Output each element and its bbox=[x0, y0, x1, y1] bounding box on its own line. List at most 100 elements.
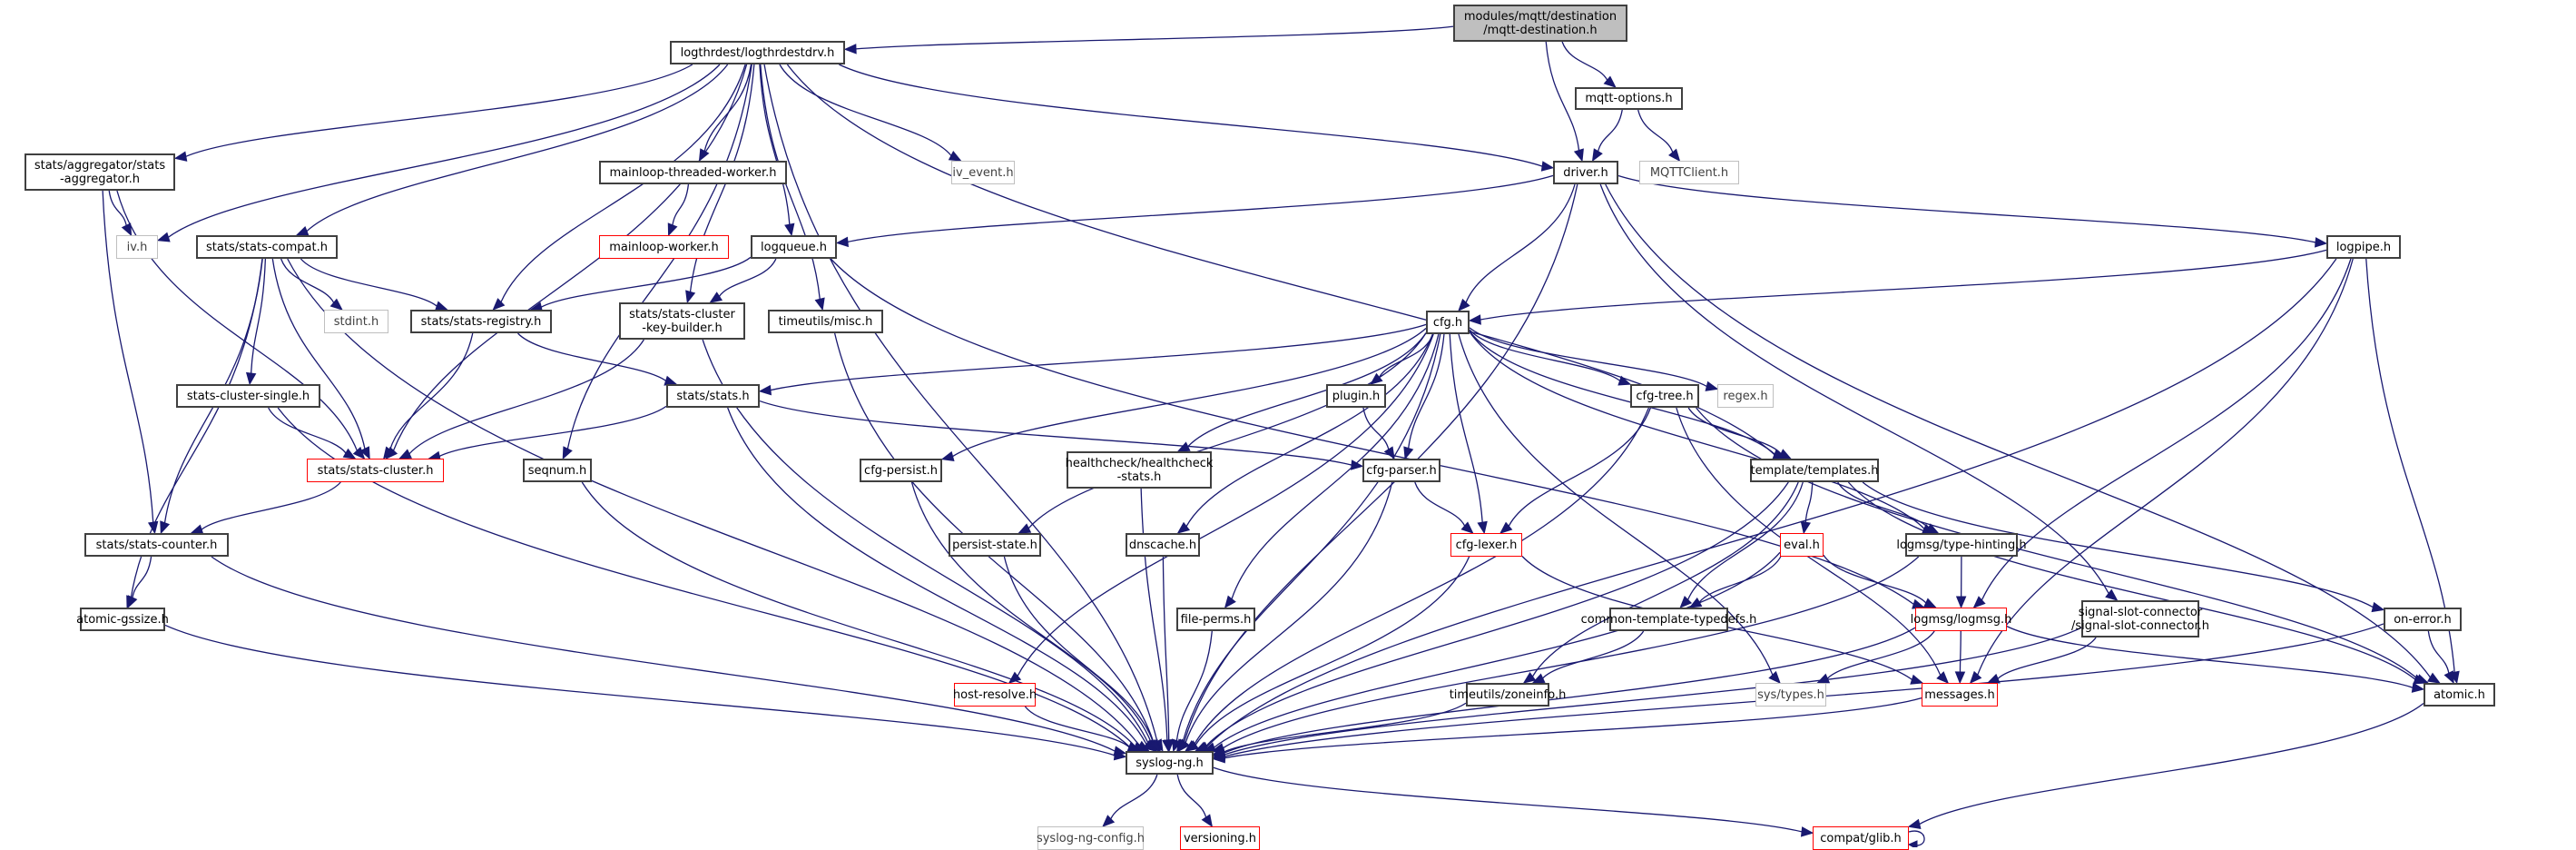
edge-persist_state-to-syslog_ng bbox=[1003, 556, 1161, 753]
node-logqueue-h[interactable]: logqueue.h bbox=[751, 235, 837, 259]
node-stats-registry-h[interactable]: stats/stats-registry.h bbox=[410, 310, 552, 333]
edge-messages-to-syslog_ng bbox=[1212, 697, 1922, 764]
node-type-hinting-h[interactable]: logmsg/type-hinting.h bbox=[1896, 533, 2027, 557]
node-logmsg-h[interactable]: logmsg/logmsg.h bbox=[1911, 608, 2011, 631]
arrowhead bbox=[1468, 314, 1481, 325]
arrowhead bbox=[2105, 588, 2119, 601]
arrowhead bbox=[1224, 595, 1236, 609]
node-plugin-h[interactable]: plugin.h bbox=[1326, 384, 1386, 408]
arrowhead bbox=[352, 446, 366, 460]
node-cfg-h[interactable]: cfg.h bbox=[1426, 311, 1470, 334]
node-stats-aggregator-h[interactable]: stats/aggregator/stats -aggregator.h bbox=[25, 153, 175, 191]
arrowhead bbox=[1458, 298, 1470, 311]
node-healthcheck-stats-h[interactable]: healthcheck/healthcheck -stats.h bbox=[1066, 451, 1213, 489]
edge-logpipe-to-syslog_ng bbox=[1195, 258, 2337, 752]
arrowhead bbox=[2427, 672, 2441, 684]
node-logpipe-h[interactable]: logpipe.h bbox=[2326, 235, 2401, 259]
edge-logpipe-to-logmsg bbox=[1972, 258, 2352, 608]
arrowhead bbox=[1986, 673, 2001, 684]
arrowhead bbox=[940, 450, 955, 461]
arrowhead bbox=[1907, 818, 1922, 829]
arrowhead bbox=[1617, 375, 1632, 386]
node-driver-h[interactable]: driver.h bbox=[1553, 161, 1618, 184]
node-file-perms-h[interactable]: file-perms.h bbox=[1176, 608, 1255, 631]
arrowhead bbox=[1969, 670, 1982, 684]
node-stats-cluster-single-h[interactable]: stats-cluster-single.h bbox=[176, 384, 320, 408]
node-mqttclient-h: MQTTClient.h bbox=[1639, 161, 1739, 184]
edge-stats_ckb-to-syslog_ng bbox=[702, 339, 1158, 752]
edge-logthrdestdrv-to-timeutils_misc bbox=[760, 64, 825, 311]
edge-logthrdestdrv-to-iv bbox=[156, 64, 721, 242]
node-cfg-lexer-h[interactable]: cfg-lexer.h bbox=[1450, 533, 1522, 557]
arrowhead bbox=[2411, 682, 2425, 693]
arrowhead bbox=[1816, 673, 1831, 684]
node-stdint-h: stdint.h bbox=[324, 310, 388, 333]
edge-logthrdestdrv-to-iv_event bbox=[779, 64, 962, 162]
node-versioning-h[interactable]: versioning.h bbox=[1180, 826, 1260, 850]
node-cfg-persist-h[interactable]: cfg-persist.h bbox=[860, 459, 942, 482]
node-persist-state-h[interactable]: persist-state.h bbox=[949, 533, 1041, 557]
edge-stats_counter-to-atomic_gssize bbox=[127, 556, 152, 609]
arrowhead bbox=[1148, 738, 1161, 753]
arrowhead bbox=[1102, 815, 1116, 827]
edge-driver-to-logqueue bbox=[835, 174, 1554, 248]
node-on-error-h[interactable]: on-error.h bbox=[2384, 608, 2462, 631]
edge-stats_compat-to-stats_registry bbox=[300, 258, 448, 311]
arrowhead bbox=[1477, 520, 1488, 535]
arrowhead bbox=[160, 520, 171, 535]
edge-cfg-to-cfg_parser bbox=[1403, 333, 1445, 460]
edge-cfg-to-host_resolve bbox=[1008, 333, 1434, 684]
arrowhead bbox=[1008, 671, 1022, 684]
edge-healthcheck-to-syslog_ng bbox=[1140, 488, 1173, 753]
arrowhead bbox=[245, 371, 257, 386]
node-templates-h[interactable]: template/templates.h bbox=[1750, 459, 1879, 482]
node-signal-slot-connector-h[interactable]: signal-slot-connector /signal-slot-conne… bbox=[2071, 600, 2209, 638]
arrowhead bbox=[1925, 523, 1940, 534]
arrowhead bbox=[1383, 446, 1395, 460]
edge-logqueue-to-stats_ckb bbox=[709, 258, 777, 303]
arrowhead bbox=[342, 448, 357, 460]
edge-logthrdestdrv-to-logqueue bbox=[759, 64, 795, 237]
edge-cfg-to-regex bbox=[1469, 327, 1719, 391]
node-stats-counter-h[interactable]: stats/stats-counter.h bbox=[84, 533, 229, 557]
arrowhead bbox=[156, 232, 171, 242]
edge-cfg-to-file_perms bbox=[1224, 333, 1440, 609]
edge-cfg-to-persist_state bbox=[1018, 332, 1427, 534]
node-stats-compat-h[interactable]: stats/stats-compat.h bbox=[196, 235, 338, 259]
arrowhead bbox=[1955, 596, 1967, 609]
edge-stats_compat-to-stats_cluster_single bbox=[245, 258, 267, 386]
arrowhead bbox=[1176, 521, 1191, 534]
arrowhead bbox=[2443, 670, 2454, 685]
arrowhead bbox=[2413, 674, 2427, 685]
arrowhead bbox=[835, 236, 849, 248]
edge-cfg-to-cfg_tree bbox=[1469, 329, 1632, 386]
node-dnscache-h[interactable]: dnscache.h bbox=[1126, 533, 1200, 557]
node-cfg-parser-h[interactable]: cfg-parser.h bbox=[1362, 459, 1440, 482]
node-common-template-typedefs-h[interactable]: common-template-typedefs.h bbox=[1581, 608, 1756, 631]
node-mainloop-worker-h[interactable]: mainloop-worker.h bbox=[599, 235, 729, 259]
node-eval-h[interactable]: eval.h bbox=[1780, 533, 1824, 557]
node-atomic-h[interactable]: atomic.h bbox=[2424, 683, 2495, 707]
edge-templates-to-type_hinting bbox=[1837, 481, 1940, 534]
node-mainloop-threaded-worker-h[interactable]: mainloop-threaded-worker.h bbox=[599, 161, 787, 184]
node-stats-cluster-h[interactable]: stats/stats-cluster.h bbox=[307, 459, 444, 482]
node-atomic-gssize-h[interactable]: atomic-gssize.h bbox=[76, 608, 169, 631]
node-cfg-tree-h[interactable]: cfg-tree.h bbox=[1630, 384, 1699, 408]
node-host-resolve-h[interactable]: host-resolve.h bbox=[953, 683, 1037, 707]
arrowhead bbox=[2371, 601, 2385, 613]
edge-logthrdestdrv-to-stats_aggregator bbox=[173, 64, 693, 162]
node-compat-glib-h[interactable]: compat/glib.h bbox=[1813, 826, 1909, 850]
node-stats-cluster-key-builder-h[interactable]: stats/stats-cluster -key-builder.h bbox=[619, 302, 745, 340]
node-seqnum-h[interactable]: seqnum.h bbox=[523, 459, 592, 482]
edge-on_error-to-atomic bbox=[2427, 630, 2454, 685]
node-syslog-ng-h[interactable]: syslog-ng.h bbox=[1126, 751, 1214, 775]
node-timeutils-misc-h[interactable]: timeutils/misc.h bbox=[768, 310, 883, 333]
node-messages-h[interactable]: messages.h bbox=[1922, 683, 1998, 707]
node-logthrdestdrv-h[interactable]: logthrdest/logthrdestdrv.h bbox=[670, 41, 845, 64]
edge-mainloop_tw-to-mainloop_worker bbox=[667, 183, 690, 237]
node-mqtt-options-h[interactable]: mqtt-options.h bbox=[1575, 87, 1683, 110]
node-stats-stats-h[interactable]: stats/stats.h bbox=[666, 384, 760, 408]
node-zoneinfo-h[interactable]: timeutils/zoneinfo.h bbox=[1450, 683, 1566, 707]
edge-type_hinting-to-logmsg bbox=[1955, 556, 1967, 609]
